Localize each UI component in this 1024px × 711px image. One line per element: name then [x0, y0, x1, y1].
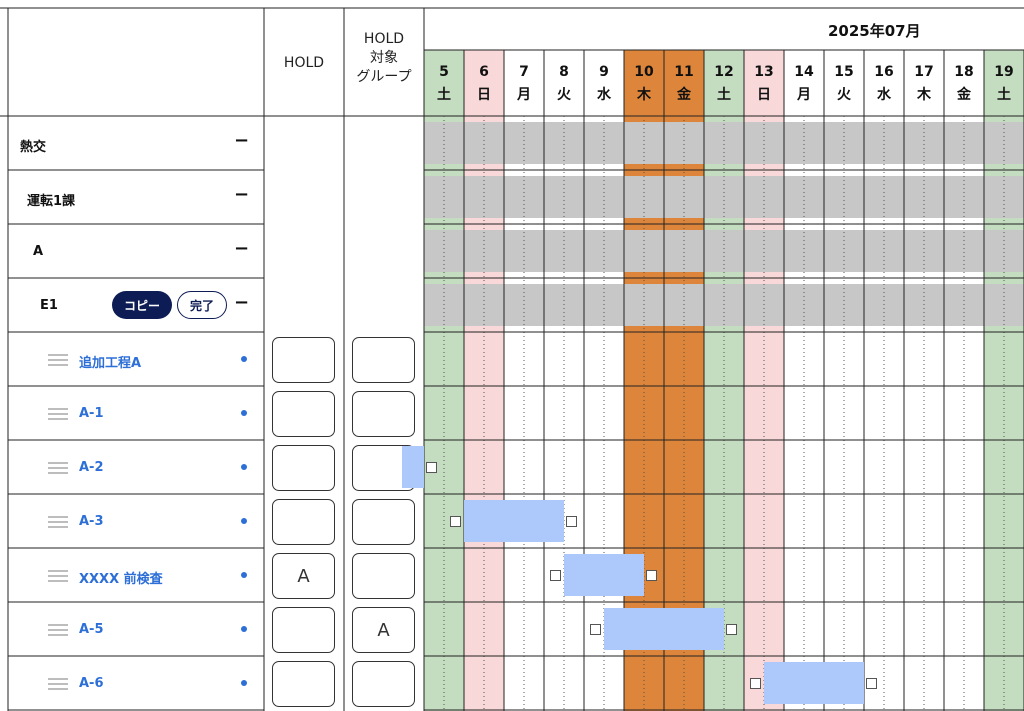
hold-input[interactable] — [272, 337, 335, 383]
day-number: 14 — [794, 64, 814, 80]
day-weekday: 土 — [997, 87, 1011, 103]
day-number: 16 — [874, 64, 894, 80]
day-weekday: 土 — [437, 87, 451, 103]
task-bar[interactable] — [402, 446, 424, 488]
hold-input[interactable] — [272, 661, 335, 707]
bar-start-handle[interactable] — [590, 624, 601, 635]
day-number: 18 — [954, 64, 974, 80]
drag-handle-icon[interactable] — [48, 354, 68, 366]
copy-button[interactable]: コピー — [112, 291, 172, 319]
group-row-label-a: A — [33, 244, 44, 259]
day-weekday: 月 — [517, 87, 531, 103]
hold-group-header-line1: HOLD — [363, 31, 405, 47]
hold-group-input[interactable] — [352, 391, 415, 437]
day-number: 5 — [439, 64, 449, 80]
hold-group-input[interactable] — [352, 499, 415, 545]
collapse-toggle-e1[interactable]: − — [234, 292, 250, 313]
task-status-dot — [241, 356, 247, 362]
day-number: 10 — [634, 64, 654, 80]
collapse-toggle-netsuko[interactable]: − — [234, 130, 250, 151]
task-label[interactable]: 追加工程A — [79, 356, 142, 371]
collapse-toggle-a[interactable]: − — [234, 238, 250, 259]
bar-end-handle[interactable] — [866, 678, 877, 689]
hold-group-input[interactable]: A — [352, 607, 415, 653]
collapse-toggle-unten1ka[interactable]: − — [234, 184, 250, 205]
drag-handle-icon[interactable] — [48, 570, 68, 582]
task-status-dot — [241, 626, 247, 632]
bar-start-handle[interactable] — [550, 570, 561, 581]
day-weekday: 木 — [917, 87, 931, 103]
group-row-label-unten1ka: 運転1課 — [27, 194, 76, 209]
drag-handle-icon[interactable] — [48, 462, 68, 474]
bar-end-handle[interactable] — [726, 624, 737, 635]
bar-start-handle[interactable] — [750, 678, 761, 689]
hold-column-header: HOLD — [283, 55, 325, 71]
day-weekday: 月 — [797, 87, 811, 103]
task-bar[interactable] — [764, 662, 864, 704]
task-label[interactable]: A-6 — [79, 676, 104, 691]
day-weekday: 金 — [677, 87, 691, 103]
group-row-label-netsuko: 熱交 — [20, 140, 47, 155]
task-status-dot — [241, 410, 247, 416]
drag-handle-icon[interactable] — [48, 624, 68, 636]
day-number: 12 — [714, 64, 734, 80]
hold-group-header-line3: グループ — [356, 69, 412, 85]
task-label[interactable]: A-1 — [79, 406, 104, 421]
day-weekday: 水 — [597, 87, 611, 103]
hold-group-header-line2: 対象 — [370, 50, 398, 66]
day-weekday: 土 — [717, 87, 731, 103]
task-bar[interactable] — [604, 608, 724, 650]
day-number: 19 — [994, 64, 1014, 80]
day-weekday: 火 — [557, 87, 571, 103]
bar-end-handle[interactable] — [566, 516, 577, 527]
task-label[interactable]: A-5 — [79, 622, 104, 637]
bar-start-handle[interactable] — [450, 516, 461, 527]
hold-input[interactable] — [272, 499, 335, 545]
task-bar[interactable] — [464, 500, 564, 542]
task-status-dot — [241, 464, 247, 470]
day-weekday: 日 — [477, 87, 491, 103]
day-number: 13 — [754, 64, 774, 80]
bar-end-handle[interactable] — [646, 570, 657, 581]
day-number: 17 — [914, 64, 934, 80]
task-bar[interactable] — [564, 554, 644, 596]
task-label[interactable]: XXXX 前検査 — [79, 572, 163, 587]
day-weekday: 水 — [877, 87, 891, 103]
group-row-label-e1: E1 — [40, 298, 58, 313]
day-weekday: 金 — [957, 87, 971, 103]
task-status-dot — [241, 680, 247, 686]
hold-input[interactable] — [272, 445, 335, 491]
hold-group-column-header: HOLD 対象 グループ — [344, 30, 424, 87]
task-label[interactable]: A-3 — [79, 514, 104, 529]
complete-button[interactable]: 完了 — [177, 291, 227, 319]
day-weekday: 木 — [637, 87, 651, 103]
hold-group-input[interactable] — [352, 661, 415, 707]
hold-input[interactable] — [272, 391, 335, 437]
day-number: 7 — [519, 64, 529, 80]
drag-handle-icon[interactable] — [48, 516, 68, 528]
month-title: 2025年07月 — [828, 22, 921, 40]
task-label[interactable]: A-2 — [79, 460, 104, 475]
day-number: 11 — [674, 64, 694, 80]
day-weekday: 日 — [757, 87, 771, 103]
day-number: 6 — [479, 64, 489, 80]
hold-group-input[interactable] — [352, 553, 415, 599]
day-number: 8 — [559, 64, 569, 80]
drag-handle-icon[interactable] — [48, 408, 68, 420]
bar-end-handle[interactable] — [426, 462, 437, 473]
day-number: 15 — [834, 64, 854, 80]
day-headers: 5 土 6 日 7 月 8 火 9 水 10 木 11 金 12 土 13 日 14 月 15 火 16 水 17 木 18 金 19 土 — [0, 0, 1024, 120]
hold-input[interactable] — [272, 607, 335, 653]
hold-group-input[interactable] — [352, 337, 415, 383]
task-status-dot — [241, 518, 247, 524]
hold-input[interactable]: A — [272, 553, 335, 599]
task-status-dot — [241, 572, 247, 578]
drag-handle-icon[interactable] — [48, 678, 68, 690]
day-number: 9 — [599, 64, 609, 80]
day-weekday: 火 — [837, 87, 851, 103]
